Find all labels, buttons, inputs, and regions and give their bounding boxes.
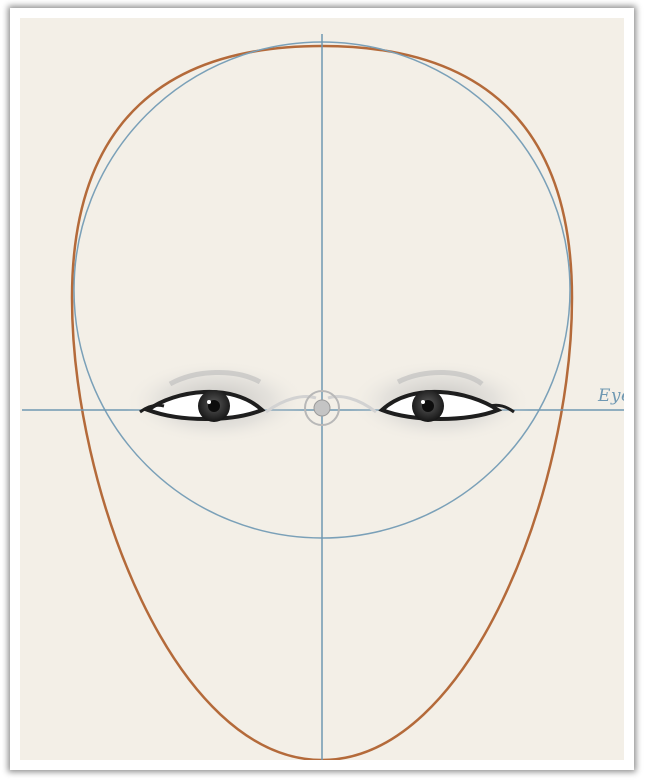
eyes-line-label: Eyes	[598, 386, 624, 406]
drawing-canvas: Eyes	[20, 18, 624, 760]
picture-frame: Eyes	[10, 8, 634, 770]
nose-bridge-inner-circle	[314, 400, 330, 416]
face-proportion-diagram	[20, 18, 624, 760]
